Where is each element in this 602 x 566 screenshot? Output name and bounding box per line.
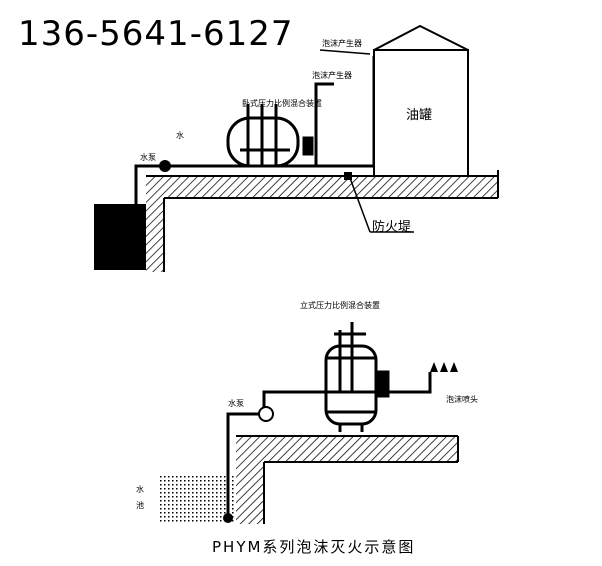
bottom-pump [258,406,274,422]
top-pump [159,160,171,172]
top-ground [146,170,499,272]
horizontal-mixer-label: 卧式压力比例混合装置 [242,99,322,108]
bottom-ground [236,435,459,524]
phone-number: 136-5641-6127 [18,14,294,54]
sprinkler-label: 泡沫喷头 [446,395,478,404]
foam-generator-label: 泡沫产生器 [322,39,362,48]
diagram-caption: PHYM系列泡沫灭火示意图 [212,538,416,556]
oil-tank [373,24,469,177]
pool-label-1: 水 [136,485,144,494]
vertical-mixer-label: 立式压力比例混合装置 [300,301,380,310]
bottom-pump-label: 水泵 [228,399,244,408]
water-flow-label: 水 [176,131,184,140]
bottom-water-pool [158,476,236,524]
bottom-vertical-mixer [324,322,390,432]
pool-label-2: 池 [136,501,144,510]
dike-label: 防火堤 [372,220,412,235]
foam-sprinkler-icon [430,362,458,372]
foam-maker-label: 泡沫产生器 [312,71,352,80]
top-pump-label: 水泵 [140,153,156,162]
top-piping [134,56,376,240]
top-horizontal-mixer [226,104,314,168]
oil-tank-label: 油罐 [406,108,433,123]
